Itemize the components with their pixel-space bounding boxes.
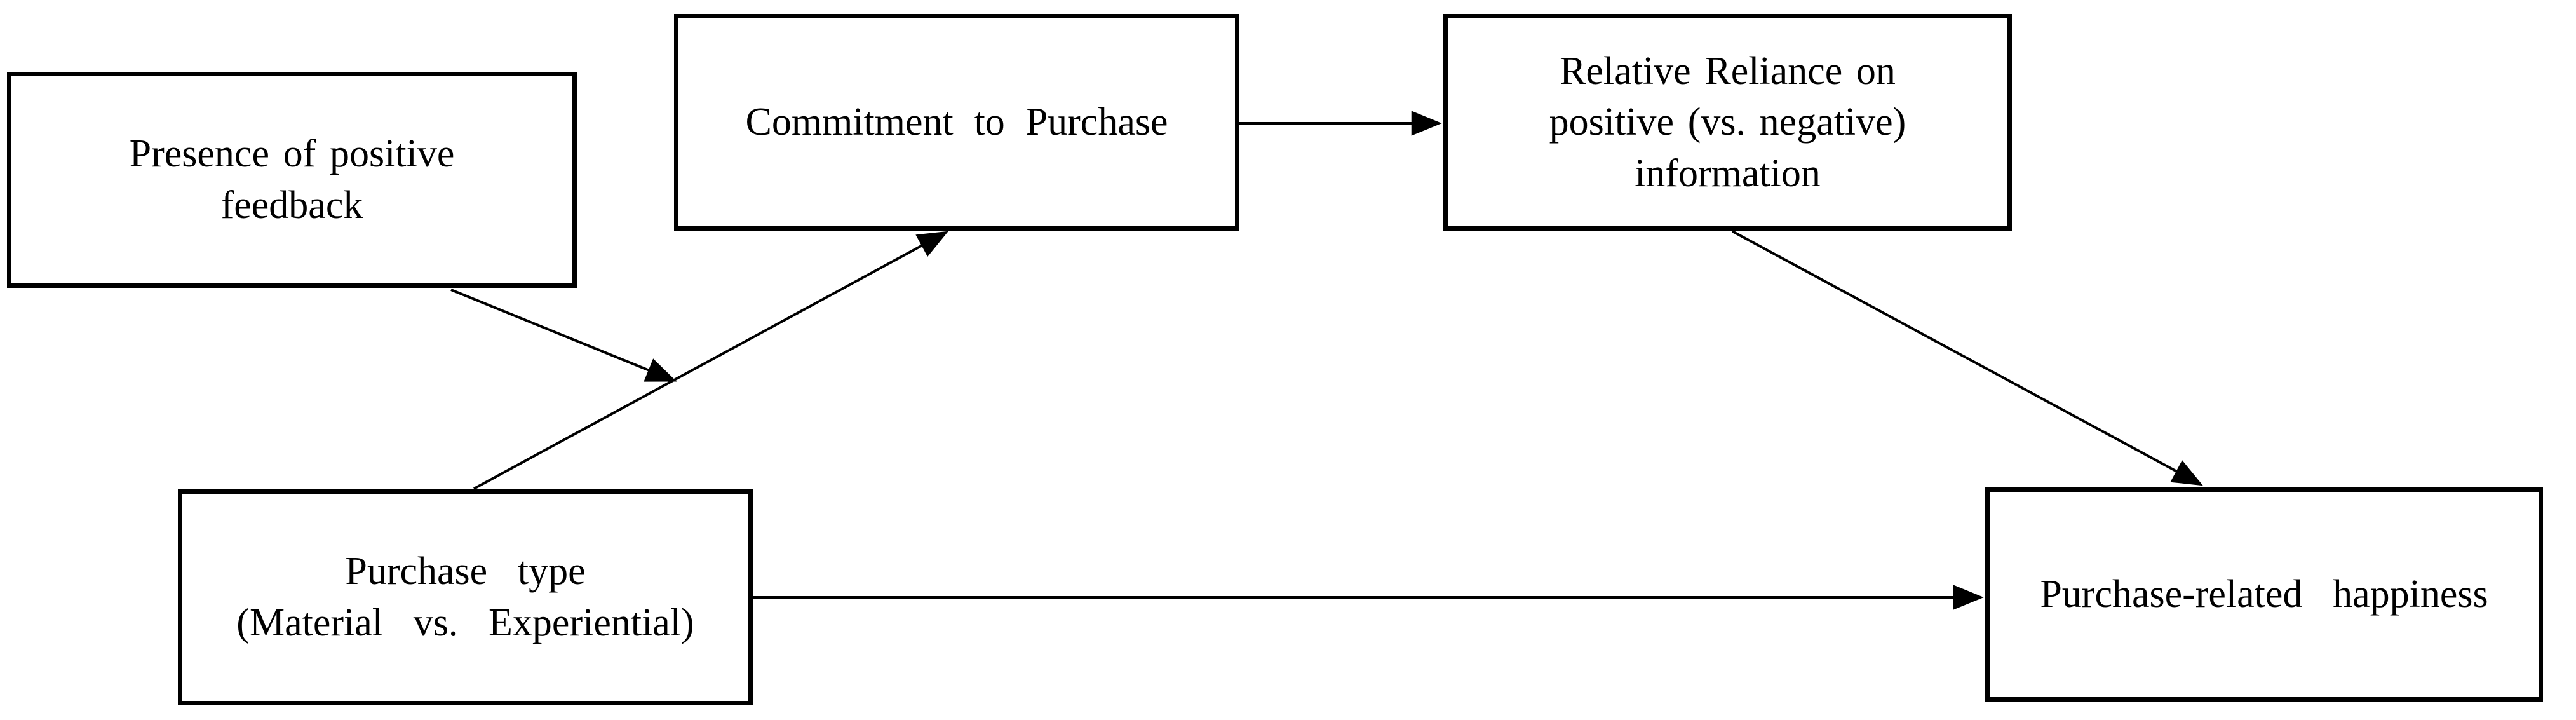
box-reliance-line-2: positive (vs. negative) — [1549, 100, 1906, 144]
arrow-presence-to-mediation-path — [450, 289, 677, 382]
box-relative-reliance: Relative Reliance on positive (vs. negat… — [1443, 14, 2012, 231]
box-purchase-line-1: Purchase type — [345, 550, 586, 594]
box-purchase-related-happiness: Purchase-related happiness — [1985, 487, 2543, 702]
box-commitment-line-1: Commitment to Purchase — [745, 100, 1168, 144]
arrow-reliance-to-happiness — [1732, 230, 2203, 486]
box-reliance-line-3: information — [1635, 151, 1821, 195]
box-commitment-to-purchase: Commitment to Purchase — [674, 14, 1239, 231]
box-happiness-line-1: Purchase-related happiness — [2040, 573, 2488, 616]
box-reliance-line-1: Relative Reliance on — [1560, 49, 1896, 93]
box-presence-of-positive-feedback: Presence of positive feedback — [7, 72, 577, 288]
box-presence-line-1: Presence of positive — [129, 132, 455, 176]
box-presence-line-2: feedback — [220, 184, 363, 227]
box-purchase-line-2: (Material vs. Experiential) — [236, 601, 694, 644]
box-purchase-type: Purchase type (Material vs. Experiential… — [178, 489, 753, 705]
